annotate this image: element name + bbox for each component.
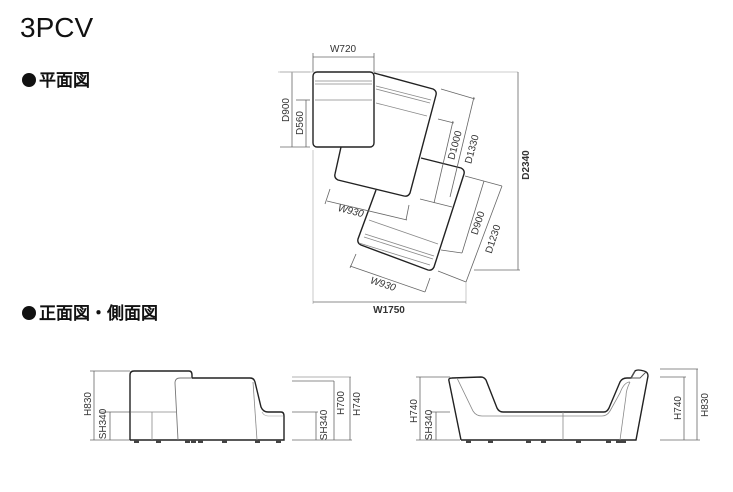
side-sofa-feet <box>466 440 626 443</box>
dim-w1750: W1750 <box>373 305 405 316</box>
dim-h700: H700 <box>336 391 347 415</box>
bullet-icon <box>22 306 36 320</box>
product-title: 3PCV <box>20 12 94 43</box>
dim-sh340-side: SH340 <box>424 409 435 440</box>
side-sofa-outline <box>448 369 649 441</box>
plan-view-diagram: W720 D900 D560 <box>278 44 532 316</box>
front-sofa-outline <box>129 370 285 441</box>
dim-d1230: D1230 <box>484 223 504 255</box>
dim-w930-lower: W930 <box>369 275 398 294</box>
dim-w720: W720 <box>330 44 357 55</box>
bullet-icon <box>22 73 36 87</box>
side-view-diagram: H740 SH340 H740 <box>409 368 711 443</box>
front-view-diagram: H830 SH340 <box>83 370 363 443</box>
dim-d2340: D2340 <box>521 150 532 180</box>
dim-h740-front: H740 <box>352 392 363 416</box>
section-elevation-label: 正面図・側面図 <box>39 304 158 324</box>
dim-h740-side-left: H740 <box>409 399 420 423</box>
dim-d1330: D1330 <box>463 133 481 165</box>
dim-sh340-front-right: SH340 <box>319 409 330 440</box>
dim-w930-upper: W930 <box>337 203 365 220</box>
dim-d560: D560 <box>295 111 306 135</box>
lower-module <box>357 157 465 271</box>
section-plan-label: 平面図 <box>39 71 90 91</box>
dim-h740-side-right: H740 <box>673 396 684 420</box>
dim-h830-side: H830 <box>700 393 711 417</box>
corner-module <box>312 71 375 148</box>
dim-sh340-front-left: SH340 <box>98 408 109 439</box>
section-elevation-heading: 正面図・側面図 <box>22 299 158 324</box>
section-plan-heading: 平面図 <box>22 66 90 91</box>
dim-d900: D900 <box>281 98 292 122</box>
dim-h830-front: H830 <box>83 392 94 416</box>
front-sofa-feet <box>134 440 281 443</box>
middle-module <box>334 72 437 197</box>
